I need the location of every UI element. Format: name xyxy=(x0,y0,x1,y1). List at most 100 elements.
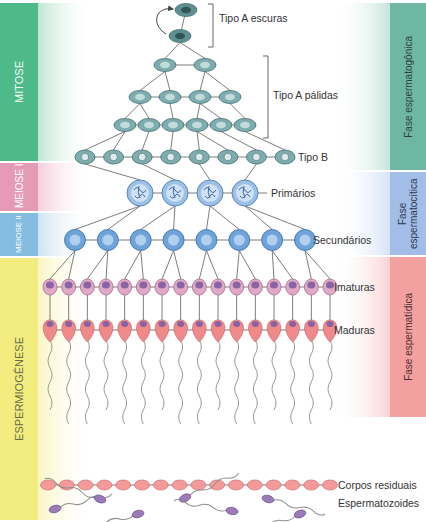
cell-link xyxy=(206,251,218,280)
group-bracket xyxy=(208,4,213,47)
cell-nucleus xyxy=(196,321,203,327)
b-spermatogonium xyxy=(246,150,266,164)
cell-link xyxy=(106,251,108,280)
immature-spermatid xyxy=(62,279,76,295)
mature-spermatid xyxy=(43,320,57,342)
sperm-tail xyxy=(85,340,89,424)
sperm-tail xyxy=(189,471,240,497)
sperm-tail xyxy=(309,340,313,424)
immature-spermatid xyxy=(174,279,188,295)
spermatozoon xyxy=(48,490,113,514)
mature-spermatid xyxy=(249,320,263,342)
cell-link xyxy=(245,164,256,180)
sperm-tail xyxy=(80,513,133,522)
cell-nucleus xyxy=(140,321,147,327)
cell-link xyxy=(200,72,205,91)
cell-nucleus xyxy=(166,184,184,202)
cell-nucleus xyxy=(135,94,145,101)
cell-link xyxy=(272,251,293,280)
sperm-tail xyxy=(141,340,145,424)
residual-body xyxy=(266,480,281,490)
cell-link xyxy=(142,132,149,151)
band-label: Fase espermatocítica xyxy=(397,175,419,252)
pale-a-spermatogonium xyxy=(159,91,181,104)
cell-nucleus xyxy=(252,321,259,327)
cell-nucleus xyxy=(281,153,289,161)
cell-link xyxy=(141,206,175,230)
chromosome-squiggle xyxy=(239,186,251,198)
residual-body xyxy=(285,480,300,490)
cell-link xyxy=(125,104,140,119)
sperm-head xyxy=(48,504,61,514)
b-spermatogonium xyxy=(218,150,238,164)
cell-nucleus xyxy=(131,184,149,202)
mature-spermatid xyxy=(193,320,207,342)
secondary-spermatocyte xyxy=(196,230,217,251)
b-spermatogonium xyxy=(75,150,95,164)
secondary-spermatocyte xyxy=(262,230,283,251)
sperm-tail xyxy=(328,340,332,410)
cell-nucleus xyxy=(308,321,315,327)
chromosome-squiggle xyxy=(169,186,181,198)
cell-nucleus xyxy=(195,94,205,101)
cell-nucleus xyxy=(138,153,146,161)
cell-link xyxy=(87,251,108,280)
mature-spermatid xyxy=(211,320,225,342)
cell-link xyxy=(170,104,173,119)
band-label: MITOSE xyxy=(13,61,25,103)
sperm-head xyxy=(225,506,238,515)
cell-nucleus xyxy=(300,235,311,246)
sperm-tail xyxy=(123,340,127,424)
cell-link xyxy=(197,132,199,151)
cell-nucleus xyxy=(251,282,259,289)
cell-link xyxy=(165,43,180,59)
mature-spermatid xyxy=(155,320,169,342)
pale-a-spermatogonium xyxy=(186,119,208,132)
residual-body xyxy=(191,480,206,490)
spermatozoon xyxy=(80,509,145,522)
primary-spermatocyte xyxy=(232,180,258,206)
mature-spermatid xyxy=(174,320,188,342)
pale-a-spermatogonium xyxy=(162,119,184,132)
residual-body xyxy=(247,480,262,490)
pale-a-spermatogonium xyxy=(189,91,211,104)
immature-spermatid xyxy=(43,279,57,295)
cell-nucleus xyxy=(158,321,165,327)
cell-link xyxy=(180,295,181,320)
cell-link xyxy=(162,295,163,320)
spermatozoon xyxy=(243,509,307,522)
phase-band: MITOSE xyxy=(0,3,38,161)
cell-link xyxy=(239,251,255,280)
phase-band: MEIOSE I xyxy=(0,163,38,211)
cell-nucleus xyxy=(289,321,296,327)
immature-spermatid xyxy=(80,279,94,295)
cell-label: Corpos residuais xyxy=(338,478,417,492)
cell-link xyxy=(68,295,69,320)
immature-spermatid xyxy=(267,279,281,295)
cell-link xyxy=(206,206,210,230)
secondary-spermatocyte xyxy=(65,230,86,251)
secondary-spermatocyte xyxy=(163,230,184,251)
cell-link xyxy=(114,132,125,151)
cell-nucleus xyxy=(160,62,170,69)
cell-link xyxy=(255,295,256,320)
pale-a-spermatogonium xyxy=(234,119,256,132)
cell-nucleus xyxy=(102,321,109,327)
cell-nucleus xyxy=(168,122,178,129)
immature-spermatid xyxy=(286,279,300,295)
cell-link xyxy=(245,132,285,151)
pale-a-spermatogonium xyxy=(138,119,160,132)
sperm-tail xyxy=(67,340,71,424)
cell-nucleus xyxy=(267,235,278,246)
cell-link xyxy=(106,295,107,320)
cell-nucleus xyxy=(120,122,130,129)
cell-nucleus xyxy=(214,321,221,327)
cell-nucleus xyxy=(46,282,54,289)
cell-nucleus xyxy=(181,7,191,14)
spermatozoon xyxy=(43,475,107,504)
residual-body xyxy=(78,480,93,490)
phase-band: Fase espermatogônica xyxy=(390,3,426,170)
cell-link xyxy=(85,132,125,151)
cell-nucleus xyxy=(216,122,226,129)
